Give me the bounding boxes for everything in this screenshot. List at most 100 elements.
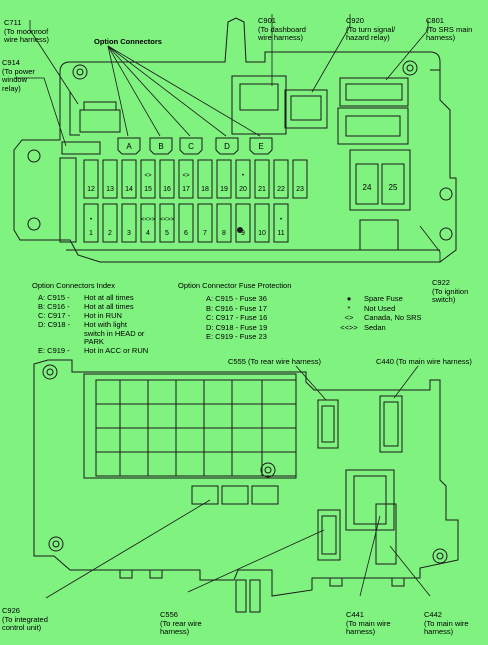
fuse-number-13: 13: [106, 186, 114, 193]
c441-label: C441(To main wire harness): [346, 610, 391, 636]
index-value: Hot at all times: [84, 293, 134, 302]
fuse-number-21: 21: [258, 186, 266, 193]
index-value: Hot in ACC or RUN: [84, 346, 149, 355]
index-row: A: C915 - Hot at all times: [38, 293, 148, 303]
c442-label: C442(To main wire harness): [424, 610, 469, 636]
fuse-number-24: 24: [363, 183, 372, 192]
index-row: C: C917 - Hot in RUN: [38, 311, 148, 321]
c440-label: C440 (To main wire harness): [376, 357, 472, 366]
fuse-17: [178, 159, 194, 199]
legend-symbol: <<>>: [340, 322, 358, 332]
fuse-10: [254, 203, 270, 243]
fuse-20: [235, 159, 251, 199]
legend-row: ●Spare Fuse: [334, 294, 422, 304]
fuse-number-11: 11: [277, 230, 284, 237]
protection-row: A: C915 - Fuse 36: [206, 294, 267, 303]
index-value: Hot with light switch in HEAD or PARK: [84, 320, 145, 346]
legend-row: *Not Used: [334, 304, 422, 314]
c901-label: C901(To dashboard wire harness): [258, 16, 306, 42]
c801-label: C801(To SRS main harness): [426, 16, 473, 42]
c926-label: C926(To integrated control unit): [2, 606, 48, 632]
fuse-mark-4: <<>>: [141, 217, 156, 223]
fuse-2: [102, 203, 118, 243]
index-value: Hot in RUN: [84, 311, 122, 320]
index-row: E: C919 - Hot in ACC or RUN: [38, 346, 149, 356]
lower-fuse-box-outline: [33, 359, 459, 597]
index-key: C: C917 -: [38, 311, 71, 320]
fuse-number-3: 3: [127, 230, 131, 237]
legend-symbol: <>: [344, 313, 354, 322]
option-connector-b: [149, 137, 173, 155]
legend-text: Sedan: [364, 322, 386, 332]
option-connector-a: [117, 137, 141, 155]
protection-row: B: C916 - Fuse 17: [206, 303, 267, 313]
fuse-number-12: 12: [87, 186, 95, 193]
option-connector-letter-c: C: [188, 142, 194, 151]
fuse-number-5: 5: [165, 230, 169, 237]
fuse-mark-17: <>: [182, 173, 190, 179]
fuse-number-4: 4: [146, 230, 150, 237]
fuse-protection-title: Option Connector Fuse Protection: [178, 281, 292, 290]
fuse-21: [254, 159, 270, 199]
option-connector-letter-e: E: [258, 142, 263, 151]
c922-label: C922(To ignition switch): [432, 278, 469, 304]
fuse-number-17: 17: [182, 186, 190, 193]
fuse-7: [197, 203, 213, 243]
fuse-16: [159, 159, 175, 199]
fuse-8: [216, 203, 232, 243]
index-key: A: C915 -: [38, 293, 70, 302]
protection-row: D: C918 - Fuse 19: [206, 322, 268, 332]
option-index-title: Option Connectors Index: [32, 281, 115, 290]
fuse-6: [178, 203, 194, 243]
fuse-number-15: 15: [144, 186, 152, 193]
c555-label: C555 (To rear wire harness): [228, 357, 321, 366]
c914-label: C914(To power window relay): [2, 58, 35, 93]
fuse-3: [121, 203, 137, 243]
c556-label: C556(To rear wire harness): [160, 610, 202, 636]
option-connector-d: [215, 137, 239, 155]
fuse-23: [292, 159, 308, 199]
fuse-number-9: 9: [241, 230, 245, 237]
fuse-mark-15: <>: [144, 173, 152, 179]
legend-text: Canada, No SRS: [364, 313, 422, 322]
option-connector-letter-b: B: [158, 142, 163, 151]
fuse-number-22: 22: [277, 186, 285, 193]
fuse-number-1: 1: [89, 230, 93, 237]
fuse-22: [273, 159, 289, 199]
legend-row: <> Canada, No SRS: [334, 313, 422, 323]
index-key: E: C919 -: [38, 346, 70, 355]
option-connector-letter-d: D: [224, 142, 230, 151]
index-row: B: C916 -Hot at all times: [38, 302, 148, 312]
fuse-1: [83, 203, 99, 243]
option-connectors-label: Option Connectors: [94, 37, 162, 46]
fuse-mark-1: •: [90, 217, 92, 223]
index-key: D: C918 -: [38, 320, 71, 329]
option-connector-letter-a: A: [126, 142, 132, 151]
option-connector-c: [179, 137, 203, 155]
spare-fuse-dot: [237, 227, 243, 233]
fuse-4: [140, 203, 156, 243]
fuse-number-20: 20: [239, 186, 247, 193]
fuse-mark-5: <<>>: [160, 217, 175, 223]
legend-text: Spare Fuse: [364, 294, 403, 303]
fuse-number-14: 14: [125, 186, 133, 193]
fuse-12: [83, 159, 99, 199]
fuse-25: [381, 163, 405, 205]
upper-fuse-box-outline: [13, 17, 457, 263]
c920-label: C920(To turn signal/ hazard relay): [346, 16, 396, 42]
index-value: Hot at all times: [84, 302, 134, 311]
fuse-number-18: 18: [201, 186, 209, 193]
fuse-5: [159, 203, 175, 243]
fuse-number-19: 19: [220, 186, 228, 193]
option-connectors: A B C D E: [117, 137, 273, 155]
protection-row: E: C919 - Fuse 23: [206, 332, 267, 341]
fuse-number-16: 16: [163, 186, 171, 193]
c711-label: C711(To moonroof wire harness): [4, 18, 50, 44]
fuse-number-2: 2: [108, 230, 112, 237]
fuse-19: [216, 159, 232, 199]
